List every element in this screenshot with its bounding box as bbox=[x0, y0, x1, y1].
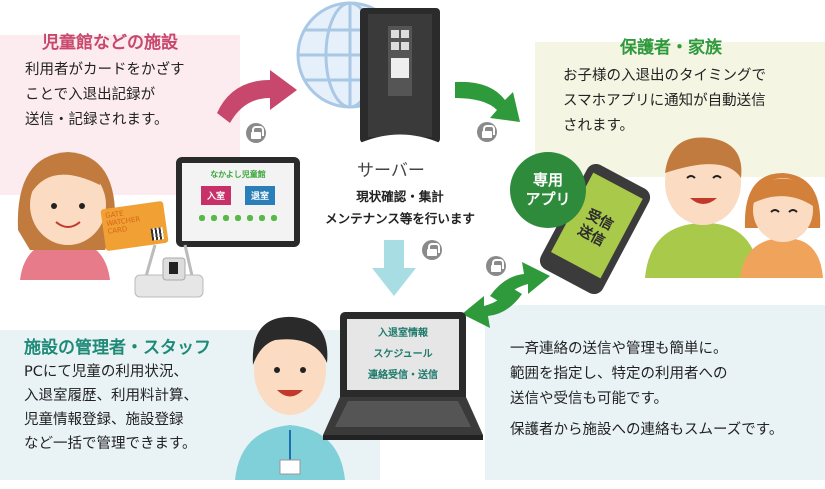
messaging-description: 一斉連絡の送信や管理も簡単に。 範囲を指定し、特定の利用者への 送信や受信も可能… bbox=[510, 337, 783, 443]
laptop-screen: 入退室情報 スケジュール 連絡受信・送信 bbox=[347, 319, 459, 390]
text-line: 範囲を指定し、特定の利用者への bbox=[510, 366, 728, 382]
girl-illustration bbox=[17, 152, 116, 280]
laptop: 入退室情報 スケジュール 連絡受信・送信 bbox=[340, 312, 466, 397]
messaging-panel bbox=[485, 305, 825, 480]
server-label: サーバー bbox=[357, 161, 425, 181]
text-line: 送信や受信も可能です。 bbox=[510, 391, 669, 407]
card-reader-icon bbox=[134, 244, 204, 298]
staff-illustration bbox=[235, 316, 345, 480]
staff-description: PCにて児童の利用状況、 入退室履歴、利用料計算、 児童情報登録、施設登録 など… bbox=[24, 360, 198, 456]
screen-line: 連絡受信・送信 bbox=[368, 370, 438, 381]
text-line: など一括で管理できます。 bbox=[24, 436, 197, 452]
text-line: スマホアプリに通知が自動送信 bbox=[563, 93, 766, 109]
exit-button[interactable]: 退室 bbox=[245, 186, 276, 205]
arrow-down-icon bbox=[372, 240, 416, 296]
text-line: 児童情報登録、施設登録 bbox=[24, 412, 184, 428]
text-line: ことで入退出記録が bbox=[25, 87, 156, 103]
text-line: 送信・記録されます。 bbox=[25, 112, 169, 128]
text-line: PCにて児童の利用状況、 bbox=[24, 364, 188, 380]
badge-line: 専用 bbox=[532, 171, 563, 189]
lock-icon bbox=[477, 122, 497, 142]
parents-illustration bbox=[645, 137, 823, 278]
family-title: 保護者・家族 bbox=[620, 38, 722, 58]
facility-title: 児童館などの施設 bbox=[42, 33, 178, 53]
clover-decoration bbox=[195, 213, 281, 223]
text-line: お子様の入退出のタイミングで bbox=[563, 68, 766, 84]
text-line: 現状確認・集計 bbox=[356, 189, 444, 204]
text-line: 保護者から施設への連絡もスムーズです。 bbox=[510, 422, 784, 438]
badge-line: アプリ bbox=[525, 190, 571, 208]
qr-code-icon bbox=[150, 227, 165, 241]
staff-title: 施設の管理者・スタッフ bbox=[24, 338, 211, 358]
server-icon bbox=[360, 8, 440, 143]
dedicated-app-badge: 専用 アプリ bbox=[510, 152, 586, 228]
lock-icon bbox=[246, 123, 266, 143]
screen-line: 入退室情報 bbox=[378, 328, 428, 339]
family-description: お子様の入退出のタイミングで スマホアプリに通知が自動送信 されます。 bbox=[563, 64, 766, 139]
lock-icon bbox=[422, 240, 442, 260]
text-line: されます。 bbox=[563, 118, 635, 134]
text-line: 利用者がカードをかざす bbox=[25, 62, 185, 78]
lock-icon bbox=[486, 256, 506, 276]
arrow-to-server-icon bbox=[217, 70, 297, 123]
facility-description: 利用者がカードをかざす ことで入退出記録が 送信・記録されます。 bbox=[25, 58, 185, 133]
enter-button[interactable]: 入室 bbox=[200, 186, 231, 205]
laptop-keyboard bbox=[323, 397, 483, 440]
screen-line: スケジュール bbox=[373, 349, 433, 360]
server-description: 現状確認・集計 メンテナンス等を行います bbox=[310, 186, 490, 230]
text-line: メンテナンス等を行います bbox=[325, 211, 475, 226]
two-way-arrow-icon bbox=[462, 262, 550, 328]
arrow-to-family-icon bbox=[455, 81, 520, 122]
entry-tablet: なかよし児童館 入室 退室 bbox=[176, 157, 300, 247]
text-line: 一斉連絡の送信や管理も簡単に。 bbox=[510, 341, 728, 357]
tablet-screen: なかよし児童館 入室 退室 bbox=[182, 163, 294, 241]
text-line: 入退室履歴、利用料計算、 bbox=[24, 388, 198, 404]
facility-name: なかよし児童館 bbox=[210, 170, 266, 179]
